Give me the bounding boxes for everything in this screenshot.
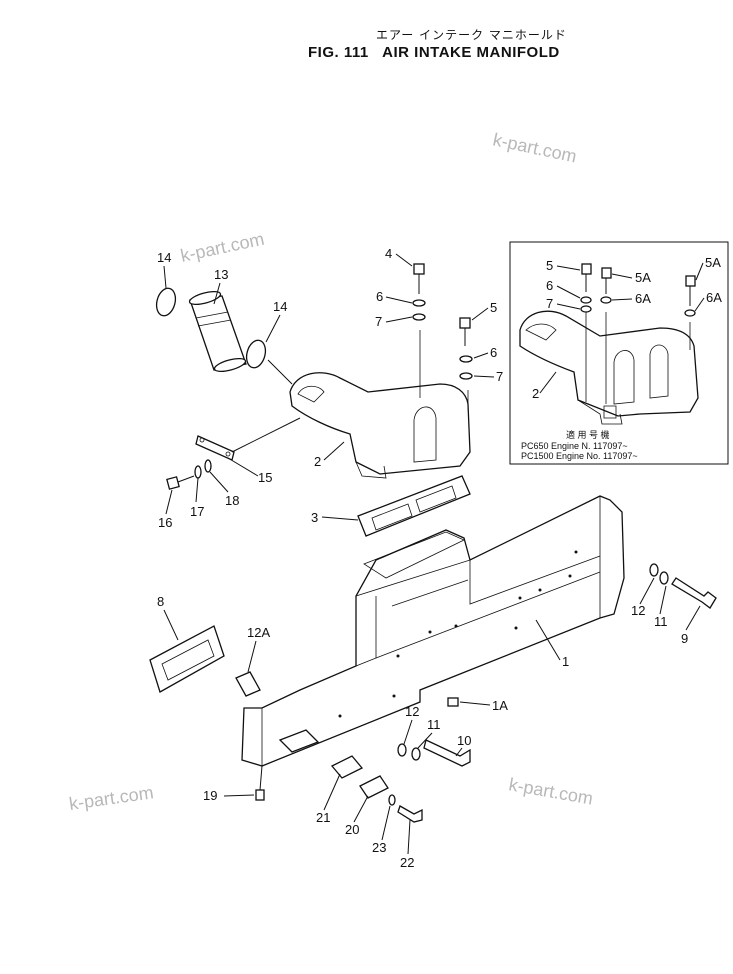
callout-3: 3 — [311, 510, 318, 525]
callout-1: 1 — [562, 654, 569, 669]
callout-11: 11 — [427, 717, 441, 732]
flange-21 — [278, 729, 389, 799]
bolt-5-stack — [459, 317, 473, 380]
watermark: k-part.com — [491, 129, 578, 166]
callout-19: 19 — [203, 788, 217, 803]
inset-callout-5a-right: 5A — [705, 255, 721, 270]
plug-1a — [447, 697, 459, 707]
leader-lines — [163, 253, 701, 855]
callout-20: 20 — [345, 822, 359, 837]
inset-callout-5a: 5A — [635, 270, 651, 285]
callout-1a: 1A — [492, 698, 508, 713]
figure-title: FIG. 111 AIR INTAKE MANIFOLD — [308, 44, 560, 61]
callout-12a: 12A — [247, 625, 270, 640]
applicability-line-1: PC650 Engine N. 117097~ — [521, 441, 628, 451]
applicability-heading: 適 用 号 機 — [566, 429, 610, 440]
inset-callout-2: 2 — [532, 386, 539, 401]
intake-pipe-13 — [188, 290, 247, 373]
callout-9: 9 — [681, 631, 688, 646]
inset-leader-lines — [539, 262, 705, 394]
inset-callout-6a: 6A — [635, 291, 651, 306]
figure-title-japanese: エアー インテーク マニホールド — [376, 28, 567, 42]
gasket-8 — [149, 625, 225, 693]
pipe-to-manifold-line — [267, 359, 293, 385]
callout-4: 4 — [385, 246, 392, 261]
callout-6: 6 — [376, 289, 383, 304]
inset-frame — [509, 241, 729, 465]
callout-14: 14 — [157, 250, 171, 265]
callout-15: 15 — [258, 470, 272, 485]
callout-11b: 11 — [654, 614, 668, 629]
o-ring-14-right — [245, 339, 267, 369]
bolt-4-stack — [412, 263, 426, 321]
watermark: k-part.com — [179, 229, 266, 266]
plate-leader — [231, 417, 301, 453]
callout-2: 2 — [314, 454, 321, 469]
callout-7: 7 — [375, 314, 382, 329]
gasket-3 — [357, 475, 471, 537]
applicability-line-2: PC1500 Engine No. 117097~ — [521, 451, 638, 461]
o-ring-14-left — [155, 287, 177, 317]
manifold-body-1 — [241, 495, 625, 767]
callout-14b: 14 — [273, 299, 287, 314]
sleeve-12a — [235, 671, 261, 697]
cover-plate-15 — [195, 435, 235, 461]
bolt-16-stack — [166, 459, 212, 490]
callout-12b: 12 — [631, 603, 645, 618]
callout-23: 23 — [372, 840, 386, 855]
bolt-22-stack — [388, 794, 423, 823]
inset-callout-6: 6 — [546, 278, 553, 293]
bolt-10-stack — [397, 739, 471, 767]
inset-callout-6a-right: 6A — [706, 290, 722, 305]
callout-13: 13 — [214, 267, 228, 282]
callout-21: 21 — [316, 810, 330, 825]
watermark: k-part.com — [68, 782, 155, 814]
plug-19 — [255, 789, 265, 801]
manifold-cover-2 — [289, 330, 471, 479]
callout-22: 22 — [400, 855, 414, 870]
callout-16: 16 — [158, 515, 172, 530]
watermark: k-part.com — [507, 774, 594, 808]
callout-5: 5 — [490, 300, 497, 315]
callout-8: 8 — [157, 594, 164, 609]
inset-callout-7: 7 — [546, 296, 553, 311]
inset-manifold-drawing — [519, 263, 699, 425]
callout-7b: 7 — [496, 369, 503, 384]
callout-6b: 6 — [490, 345, 497, 360]
inset-callout-5: 5 — [546, 258, 553, 273]
callout-12: 12 — [405, 704, 419, 719]
bolt-9-stack — [649, 563, 717, 609]
callout-18: 18 — [225, 493, 239, 508]
callout-10: 10 — [457, 733, 471, 748]
callout-17: 17 — [190, 504, 204, 519]
